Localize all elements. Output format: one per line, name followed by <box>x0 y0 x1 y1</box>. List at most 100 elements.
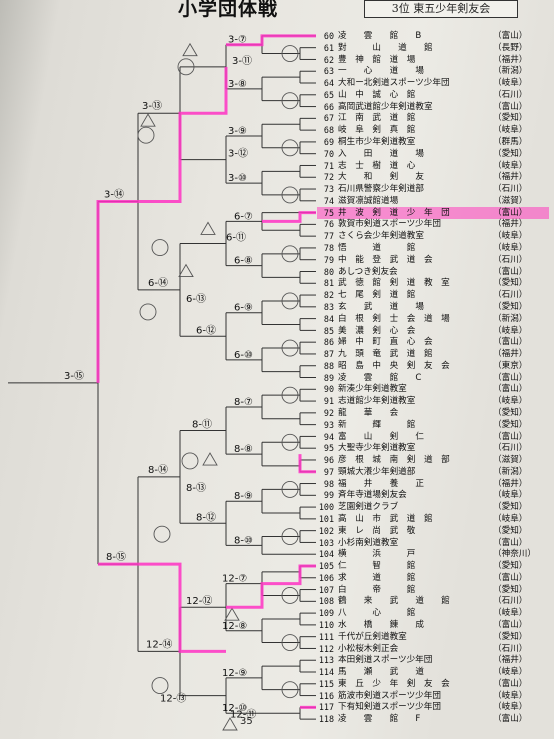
team-number: 115 <box>318 678 334 689</box>
match-label: 8-⑦ <box>234 397 253 408</box>
match-label: 3-⑧ <box>228 79 247 90</box>
match-label: 3-⑬ <box>142 100 162 112</box>
match-label: 6-⑫ <box>196 324 216 336</box>
match-label: 8-⑬ <box>186 482 206 494</box>
team-name: 筋波市剣道スポーツ少年団 <box>338 690 441 701</box>
team-prefecture: （富山） <box>493 384 528 395</box>
match-label: 3-⑪ <box>232 55 252 67</box>
team-prefecture: （富山） <box>493 572 528 583</box>
team-number: 90 <box>323 384 334 395</box>
team-number: 118 <box>318 714 334 725</box>
loss-triangle-mark <box>200 221 216 235</box>
handwritten-score-circle <box>151 239 169 257</box>
team-name: 井 波 剣 道 少 年 団 <box>338 207 450 218</box>
team-name: 千代が丘剣道教室 <box>338 631 407 642</box>
page-number: 35 <box>240 716 253 727</box>
team-name: 斉年寺道場剣友会 <box>338 490 407 501</box>
team-prefecture: （岐阜） <box>493 490 528 501</box>
score-circle-mark <box>281 480 299 498</box>
match-label: 3-⑭ <box>104 189 124 201</box>
team-number: 106 <box>318 572 334 583</box>
team-number: 99 <box>323 490 334 501</box>
handwritten-third-place-note: 3位 東五少年剣友会 <box>364 0 518 18</box>
team-number: 88 <box>323 360 334 371</box>
team-prefecture: （愛知） <box>493 584 528 595</box>
team-name: 婦 中 町 直 心 会 <box>338 337 433 348</box>
team-number: 113 <box>318 655 334 666</box>
team-prefecture: （岐阜） <box>493 125 528 136</box>
team-prefecture: （岐阜） <box>493 608 528 619</box>
team-name: 九 頭 竜 武 道 館 <box>338 349 433 360</box>
team-prefecture: （滋賀） <box>493 195 528 206</box>
team-name: 凌 雲 館 C <box>338 372 422 383</box>
team-prefecture: （東京） <box>493 360 528 371</box>
team-number: 103 <box>318 537 334 548</box>
match-label: 6-⑩ <box>234 350 253 361</box>
team-prefecture: （石川） <box>493 443 528 454</box>
team-number: 72 <box>323 172 334 183</box>
loss-triangle-mark <box>202 452 218 466</box>
team-prefecture: （愛知） <box>493 301 528 312</box>
handwritten-score-circle <box>181 452 199 470</box>
match-labels: 3-⑦3-⑧3-⑨3-⑩3-⑪3-⑫3-⑬3-⑭6-⑦6-⑧6-⑨6-⑩6-⑪6… <box>64 35 256 721</box>
team-number: 105 <box>318 561 334 572</box>
team-name: 滋賀凛誠館道場 <box>338 195 399 206</box>
page-title: 小学団体戦 <box>178 0 279 20</box>
team-name: 高 山 市 武 道 館 <box>338 513 433 524</box>
score-circle-mark <box>281 586 299 604</box>
loss-triangle-mark <box>178 263 194 278</box>
team-prefecture: （愛知） <box>493 419 528 430</box>
match-label: 6-⑧ <box>234 256 253 267</box>
team-prefecture: （福井） <box>493 54 528 65</box>
team-name: 横 浜 戸 <box>338 549 416 560</box>
match-label: 8-⑧ <box>234 444 253 455</box>
team-number: 63 <box>323 66 334 77</box>
team-prefecture: （富山） <box>493 714 528 725</box>
team-number: 91 <box>323 396 334 407</box>
team-name: 龍 華 会 <box>338 407 399 418</box>
team-number: 95 <box>323 443 334 454</box>
team-prefecture: （新潟） <box>493 466 528 477</box>
match-label: 12-⑦ <box>222 574 247 585</box>
team-name: 馬 瀬 武 道 <box>338 667 424 678</box>
team-name: 小杉南剣道教室 <box>338 537 399 548</box>
handwritten-score-circle <box>139 303 157 321</box>
score-circle-mark <box>281 634 299 652</box>
team-number: 86 <box>323 337 334 348</box>
team-name: 中 能 登 武 道 会 <box>338 254 433 265</box>
handwritten-score-circle <box>153 525 171 543</box>
score-circle-mark <box>281 386 299 404</box>
team-prefecture: （新潟） <box>493 66 528 77</box>
team-prefecture: （岐阜） <box>493 325 528 336</box>
team-prefecture: （愛知） <box>493 631 528 642</box>
team-name: さくら会少年剣道教室 <box>338 231 424 242</box>
team-number: 110 <box>318 620 334 630</box>
team-prefecture: （石川） <box>493 89 528 100</box>
team-prefecture: （滋賀） <box>493 455 528 466</box>
match-label: 8-⑨ <box>234 491 253 502</box>
winner-path-highlight <box>226 34 316 47</box>
team-name: 下有知剣道スポーツ少年団 <box>338 702 441 713</box>
loss-triangle-mark <box>182 42 198 57</box>
team-prefecture: （石川） <box>493 596 528 607</box>
team-number: 117 <box>318 702 334 713</box>
team-number: 116 <box>318 690 334 701</box>
